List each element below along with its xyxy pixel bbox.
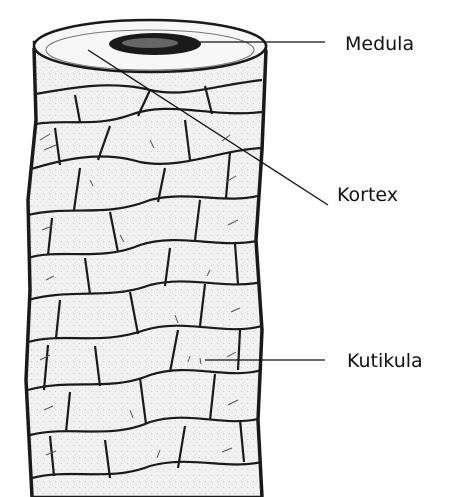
medulla-core <box>109 33 201 55</box>
medula-label: Medula <box>345 35 414 54</box>
kortex-label: Kortex <box>337 186 398 205</box>
kutikula-label: Kutikula <box>347 352 423 371</box>
